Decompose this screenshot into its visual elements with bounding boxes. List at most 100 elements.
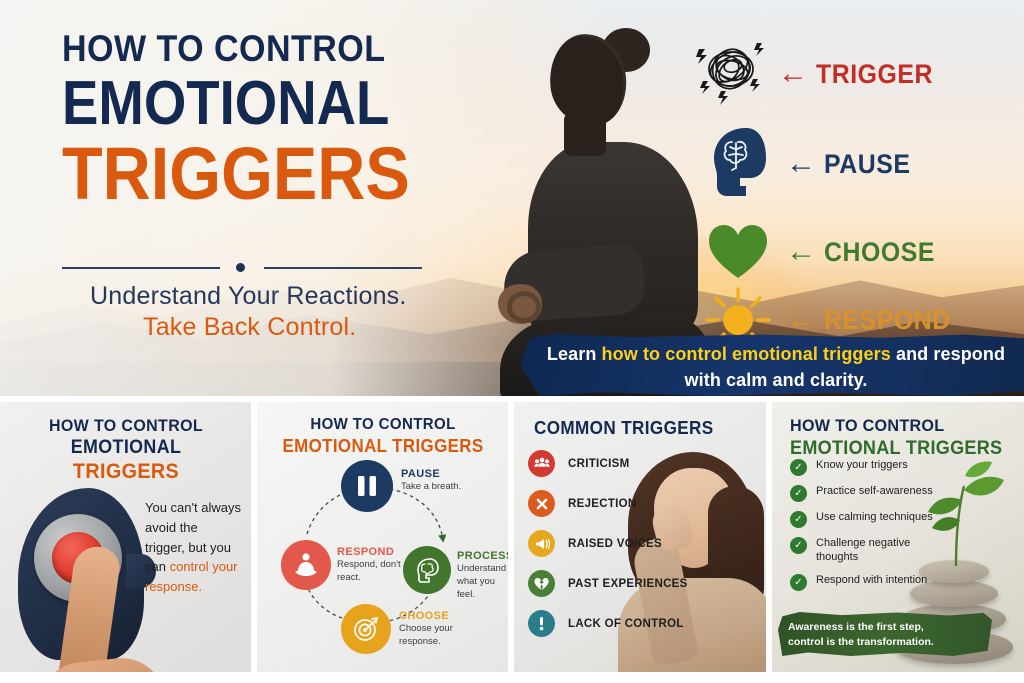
hero-step-pause: ← PAUSE — [692, 118, 918, 210]
quote-line2: control is the transformation. — [788, 635, 934, 648]
list-item: ✓ Challenge negative thoughts — [790, 536, 940, 565]
panel1-body-accent: control your response. — [145, 559, 238, 594]
panel-row: HOW TO CONTROL EMOTIONAL TRIGGERS You ca… — [0, 402, 1024, 672]
check-icon: ✓ — [790, 537, 807, 554]
check-icon: ✓ — [790, 485, 807, 502]
quote-brush-band — [778, 612, 992, 656]
heart-icon — [692, 206, 784, 298]
megaphone-icon — [528, 530, 555, 557]
title-divider — [62, 262, 422, 274]
exclamation-icon — [528, 610, 555, 637]
list-item: CRITICISM — [528, 450, 728, 477]
broken-heart-icon — [528, 570, 555, 597]
hero-title: HOW TO CONTROL EMOTIONAL TRIGGERS — [62, 29, 482, 215]
panel1-heading-line1: HOW TO CONTROL — [48, 416, 204, 435]
list-item: ✓ Use calming techniques — [790, 510, 940, 528]
list-item: REJECTION — [528, 490, 728, 517]
stressed-woman-photo — [612, 442, 766, 672]
panel4-heading-line1: HOW TO CONTROL — [790, 416, 945, 435]
panel2-heading-line1: HOW TO CONTROL — [310, 416, 456, 433]
cycle-desc-respond: Respond, don't react. — [337, 559, 401, 583]
step-arrow-icon: ← — [786, 303, 816, 336]
cycle-node-process — [403, 546, 451, 594]
banner-highlight: how to control emotional triggers — [601, 344, 891, 364]
hero-banner-text: Learn how to control emotional triggers … — [546, 342, 1006, 393]
step-arrow-icon: ← — [786, 147, 816, 180]
trigger-label: CRITICISM — [568, 457, 630, 470]
hero-step-trigger: ← TRIGGER — [684, 28, 943, 120]
list-item: PAST EXPERIENCES — [528, 570, 728, 597]
panel-common-triggers: COMMON TRIGGERS CRITICISM — [514, 402, 766, 672]
panel1-body-text: You can't always avoid the trigger, but … — [145, 498, 241, 597]
check-icon: ✓ — [790, 573, 807, 591]
panel4-heading-line2: EMOTIONAL TRIGGERS — [790, 438, 1003, 459]
panel2-heading: HOW TO CONTROL EMOTIONAL TRIGGERS — [257, 416, 508, 457]
panel1-heading-line3: TRIGGERS — [72, 460, 180, 483]
cycle-node-pause — [341, 460, 393, 512]
tip-label: Use calming techniques — [816, 511, 933, 523]
cycle-text-choose: CHOOSE Choose your response. — [399, 610, 465, 649]
tip-label: Respond with intention — [816, 573, 928, 586]
panel3-heading: COMMON TRIGGERS — [534, 418, 714, 438]
cycle-node-respond — [281, 540, 331, 590]
trigger-label: PAST EXPERIENCES — [568, 577, 688, 590]
x-circle-icon — [528, 490, 555, 517]
hero-section: HOW TO CONTROL EMOTIONAL TRIGGERS Unders… — [0, 0, 1024, 396]
cycle-text-respond: RESPOND Respond, don't react. — [337, 546, 403, 585]
triggers-list: CRITICISM REJECTION — [528, 450, 728, 650]
tip-label: Challenge negative thoughts — [816, 537, 911, 564]
cycle-title-pause: PAUSE — [401, 468, 441, 480]
list-item: RAISED VOICES — [528, 530, 728, 557]
trigger-label: LACK OF CONTROL — [568, 617, 684, 630]
scribble-icon — [684, 28, 776, 120]
panel4-quote: Awareness is the first step, control is … — [788, 620, 988, 650]
hero-overlay-wash — [0, 0, 600, 396]
trigger-label: REJECTION — [568, 497, 637, 510]
cycle-title-respond: RESPOND — [337, 546, 395, 558]
panel-control-response: HOW TO CONTROL EMOTIONAL TRIGGERS You ca… — [0, 402, 251, 672]
hero-subtitle-line1: Understand Your Reactions. — [90, 282, 407, 310]
stone — [919, 560, 989, 583]
cycle-title-choose: CHOOSE — [399, 610, 450, 622]
hero-title-line3: TRIGGERS — [62, 131, 410, 215]
head-brain-icon — [417, 558, 439, 583]
divider-dot — [236, 263, 245, 272]
hero-step-choose: ← CHOOSE — [692, 206, 945, 298]
hero-title-line2: EMOTIONAL — [62, 68, 390, 138]
hero-steps-list: ← TRIGGER ← PAUSE — [684, 22, 1014, 353]
panel-cycle-diagram: HOW TO CONTROL EMOTIONAL TRIGGERS — [257, 402, 508, 672]
target-icon — [354, 617, 378, 641]
list-item: ✓ Know your triggers — [790, 458, 940, 476]
people-icon — [528, 450, 555, 477]
hero-step-label-pause: PAUSE — [824, 148, 911, 179]
cycle-text-pause: PAUSE Take a breath. — [401, 468, 473, 494]
panel2-heading-line2: EMOTIONAL TRIGGERS — [282, 436, 484, 456]
quote-line1: Awareness is the first step, — [788, 620, 924, 633]
banner-tail: and respond with calm and clarity. — [684, 344, 1006, 390]
tips-list: ✓ Know your triggers ✓ Practice self-awa… — [790, 458, 940, 599]
banner-lead: Learn — [546, 344, 602, 364]
meditate-icon — [295, 553, 317, 576]
hero-banner-brush — [520, 334, 1024, 396]
head-brain-icon — [692, 118, 784, 210]
head-button-illustration — [12, 484, 171, 672]
stone — [910, 580, 998, 607]
check-icon: ✓ — [790, 459, 807, 476]
cycle-text-process: PROCESS Understand what you feel. — [457, 550, 508, 601]
tip-label: Practice self-awareness — [816, 485, 933, 497]
step-arrow-icon: ← — [786, 235, 816, 268]
panel1-body-plain: You can't always avoid the trigger, but … — [145, 500, 241, 575]
cycle-desc-process: Understand what you feel. — [457, 563, 507, 600]
plant-icon — [928, 461, 1004, 567]
cycle-desc-choose: Choose your response. — [399, 623, 453, 647]
list-item: ✓ Respond with intention — [790, 573, 940, 591]
hero-subtitle-line2: Take Back Control. — [143, 313, 357, 341]
hero-step-respond: ← RESPOND — [692, 274, 962, 366]
hero-step-label-choose: CHOOSE — [824, 236, 935, 267]
trigger-label: RAISED VOICES — [568, 537, 663, 550]
panel1-heading-line2: EMOTIONAL — [70, 437, 182, 458]
list-item: LACK OF CONTROL — [528, 610, 728, 637]
check-icon: ✓ — [790, 511, 807, 528]
panel4-heading: HOW TO CONTROL EMOTIONAL TRIGGERS — [790, 416, 1014, 460]
panel-control-tips: HOW TO CONTROL EMOTIONAL TRIGGERS ✓ Know… — [772, 402, 1024, 672]
